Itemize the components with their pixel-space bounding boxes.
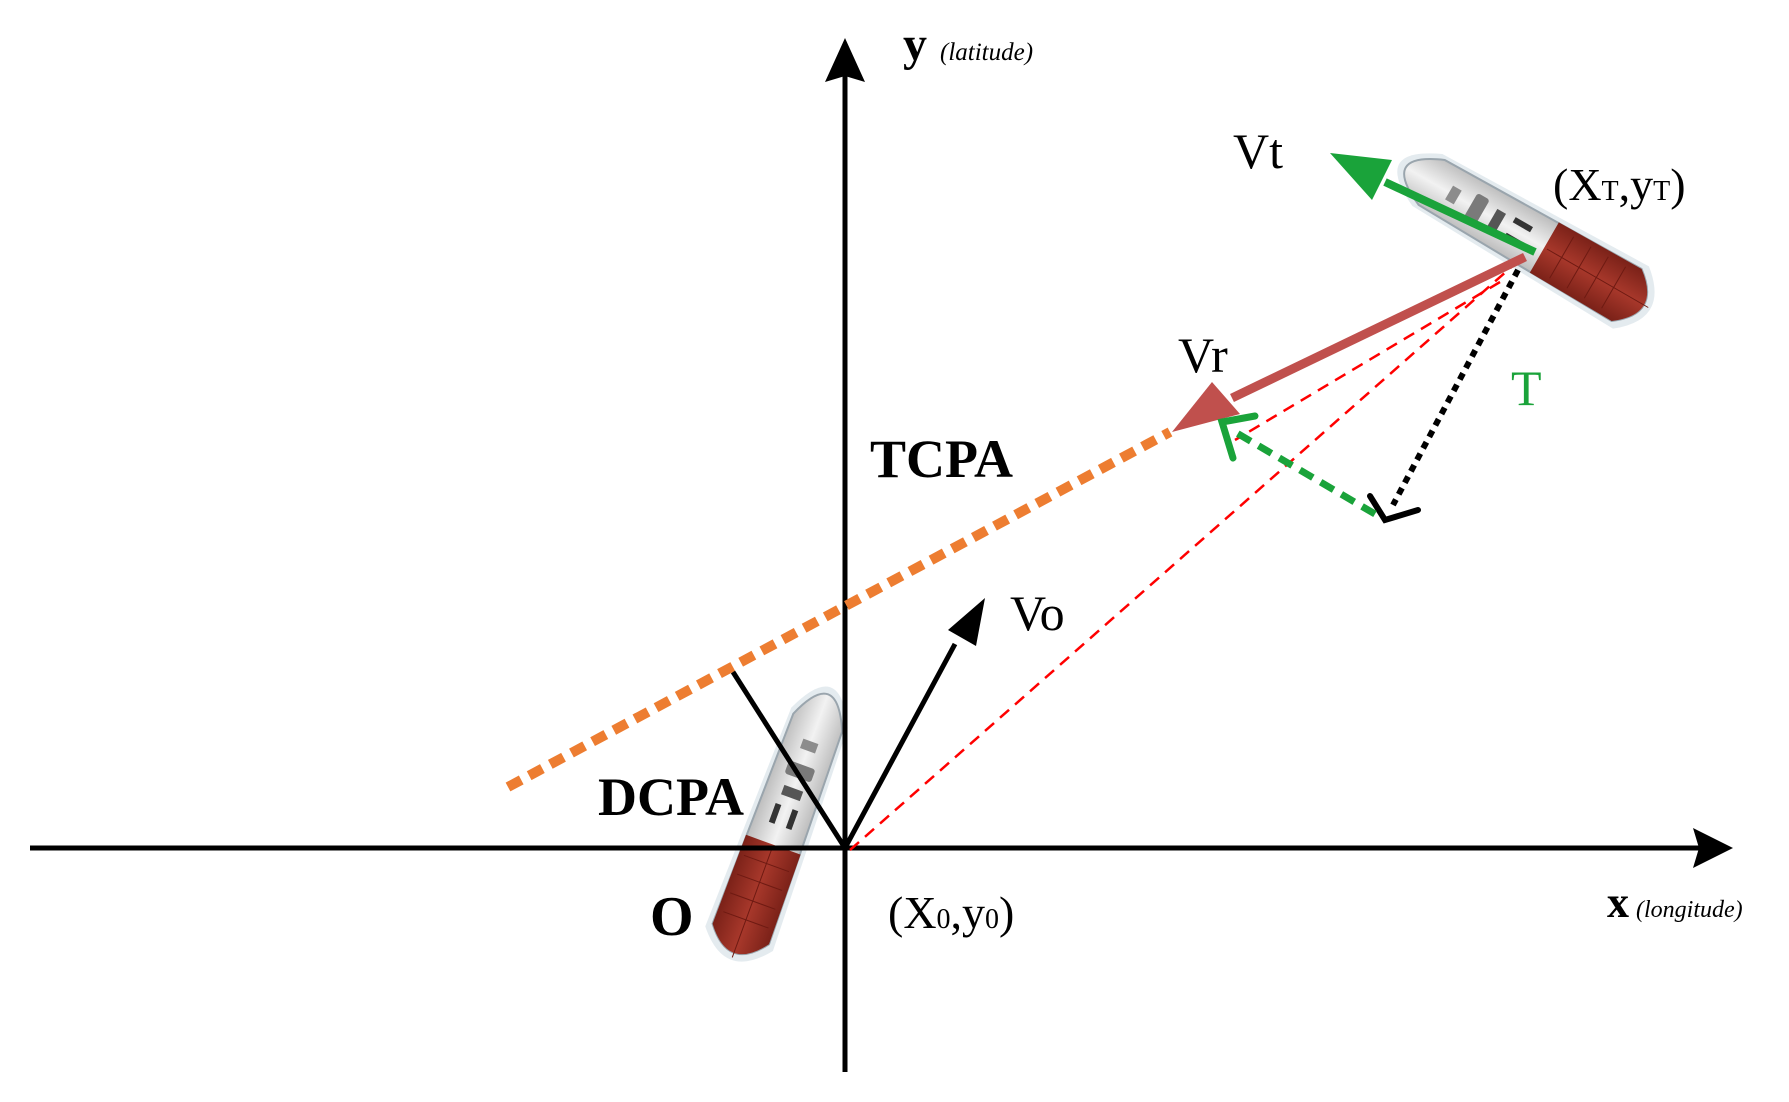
y-axis-qualifier: (latitude): [940, 39, 1033, 66]
target-offset-arrow: [1367, 268, 1521, 524]
vo-arrow: [842, 598, 985, 850]
sight-line-target-to-closest: [1234, 280, 1501, 442]
x-axis-arrowhead: [1693, 828, 1733, 868]
dcpa-label: DCPA: [598, 767, 744, 827]
x-axis-qualifier: (longitude): [1636, 897, 1743, 923]
tcpa-line: [505, 427, 1173, 792]
vt-label: Vt: [1233, 123, 1283, 179]
vt-arrow: [1330, 153, 1537, 256]
target-position-label: (XT,yT): [1553, 159, 1686, 210]
target-name-label: T: [1511, 360, 1542, 416]
y-axis-label: y: [903, 18, 927, 71]
dcpa-segment: [730, 670, 848, 850]
vr-label: Vr: [1178, 327, 1228, 383]
sight-lines: [849, 254, 1526, 851]
tcpa-label: TCPA: [870, 429, 1013, 489]
vr-arrow: [1172, 252, 1527, 432]
own-ship-position-label: (X0,y0): [888, 887, 1014, 938]
x-axis-label: x: [1607, 878, 1629, 927]
origin-label: O: [650, 886, 694, 948]
axes: [30, 38, 1733, 1072]
correction-arrow: [1217, 412, 1377, 518]
y-axis-arrowhead: [825, 38, 865, 82]
sight-line-own-to-target: [849, 254, 1526, 851]
vo-label: Vo: [1010, 585, 1065, 641]
